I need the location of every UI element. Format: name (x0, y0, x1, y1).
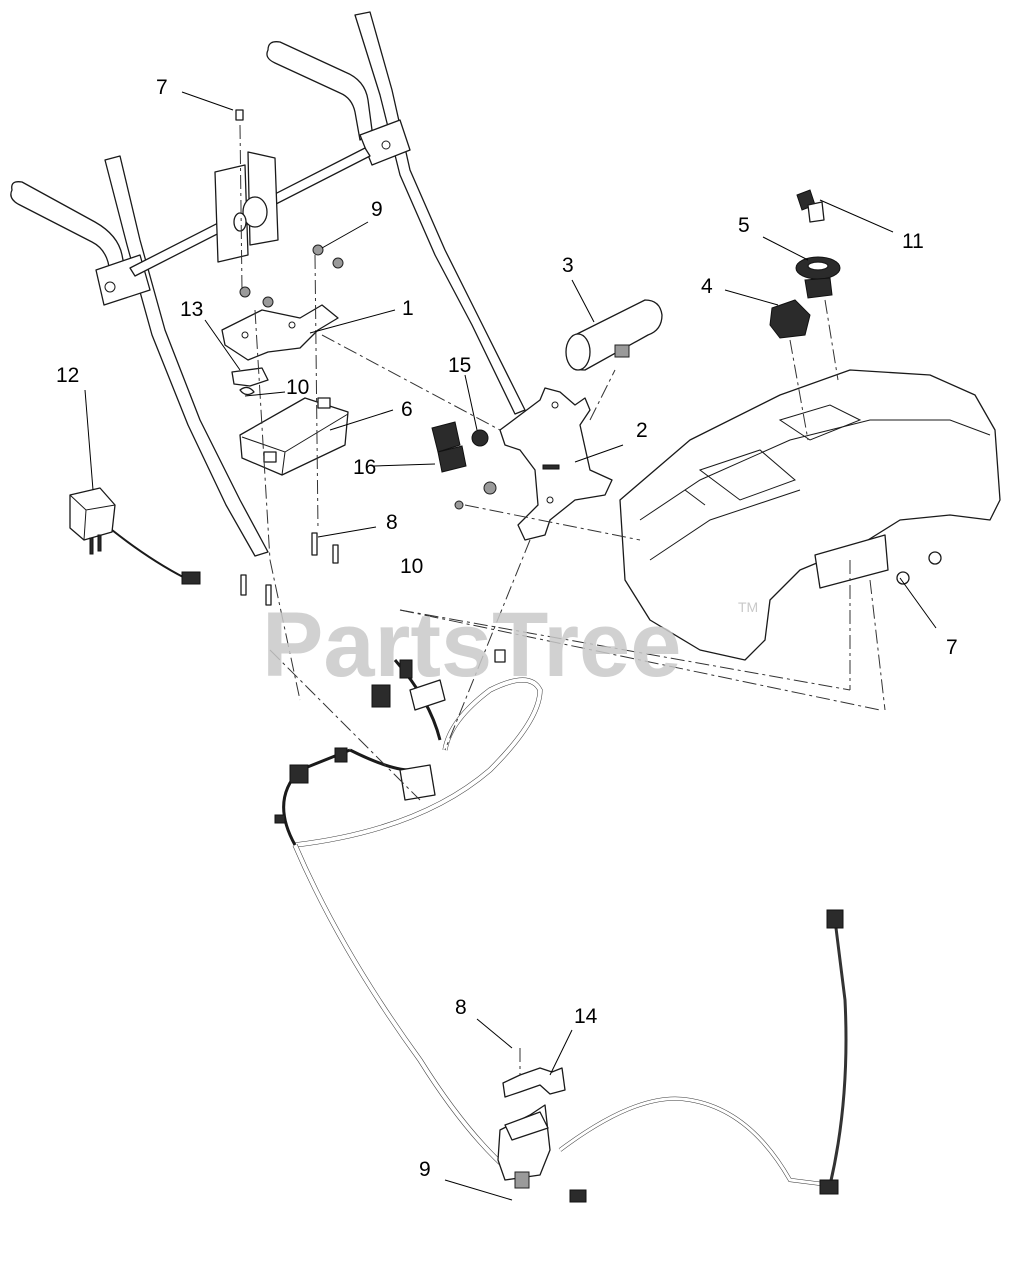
knob-15 (454, 429, 497, 510)
callout-6: 6 (401, 398, 413, 421)
ignition-5 (795, 256, 841, 299)
callout-1: 1 (402, 297, 414, 320)
assembly-lines (239, 124, 886, 1075)
watermark: PartsTree TM (262, 594, 758, 696)
callout-10-left: 10 (286, 376, 309, 399)
callout-5: 5 (738, 214, 750, 237)
bezel-4 (769, 299, 811, 339)
callout-10-center: 10 (400, 555, 423, 578)
callout-12: 12 (56, 364, 79, 387)
charger-12 (69, 487, 201, 585)
callout-16: 16 (353, 456, 376, 479)
fasteners-left (235, 109, 344, 606)
callout-13: 13 (180, 298, 203, 321)
relay (497, 1104, 587, 1203)
dash-housing (619, 369, 1001, 661)
callout-8-top: 8 (386, 511, 398, 534)
bracket-14 (502, 1067, 566, 1098)
callout-7-right: 7 (946, 636, 958, 659)
callout-15: 15 (448, 354, 471, 377)
callout-9-bottom: 9 (419, 1158, 431, 1181)
switch-16 (431, 421, 467, 473)
handlebar-assembly (10, 11, 526, 557)
bracket-2 (499, 387, 613, 541)
callout-14: 14 (574, 1005, 598, 1028)
callout-labels: 7 9 1 13 10 6 15 16 8 10 12 2 3 4 5 11 7… (56, 76, 958, 1181)
controller-6 (239, 397, 349, 476)
light-3 (565, 299, 663, 371)
callout-3: 3 (562, 254, 574, 277)
clip-13 (231, 367, 269, 387)
callout-11: 11 (902, 230, 924, 253)
wire-harness (274, 649, 848, 1195)
callout-7-top: 7 (156, 76, 168, 99)
watermark-tm: TM (738, 599, 758, 615)
callout-8-bottom: 8 (455, 996, 467, 1019)
callout-4: 4 (701, 275, 713, 298)
callout-2: 2 (636, 419, 648, 442)
bracket-1 (221, 304, 339, 361)
key-11 (796, 189, 825, 223)
callout-9-top: 9 (371, 198, 383, 221)
leader-lines (84, 91, 937, 1201)
watermark-text: PartsTree (262, 594, 681, 696)
